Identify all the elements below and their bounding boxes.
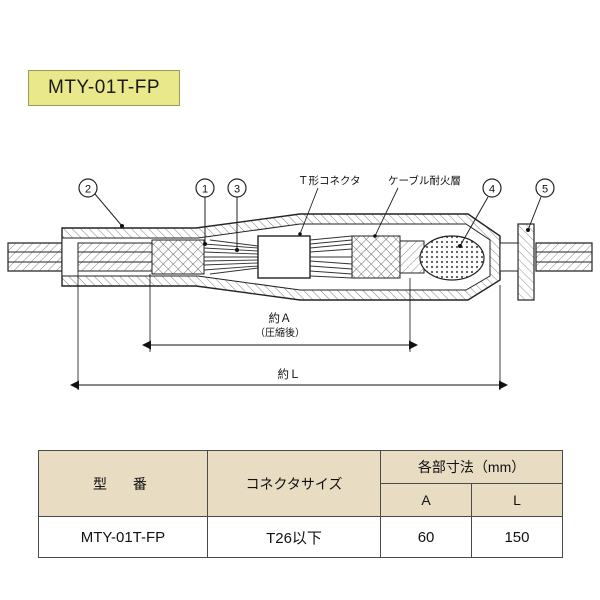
annotation-fireproof-layer-label: ケーブル耐火層	[388, 174, 461, 187]
table-row: MTY-01T-FP T26以下 60 150	[38, 516, 564, 558]
end-cap-ring	[499, 223, 535, 301]
callout-3-label: 3	[234, 184, 240, 196]
header-dimensions-group-label: 各部寸法（mm）	[417, 459, 526, 475]
header-model-label: 型 番	[92, 475, 153, 492]
annotation-t-connector: Ｔ形コネクタ	[298, 175, 361, 236]
cell-dim-a: 60	[380, 516, 472, 558]
inner-left-core	[77, 242, 153, 272]
header-dim-l: L	[470, 483, 564, 517]
callout-5: 5	[526, 178, 555, 232]
dimension-a: 約Ａ （圧縮後）	[142, 311, 418, 350]
callout-1-label: 1	[202, 184, 208, 196]
product-title-text: MTY-01T-FP	[48, 77, 160, 98]
annotation-fireproof-layer: ケーブル耐火層	[373, 174, 461, 238]
cell-connector-size-value: T26以下	[266, 529, 322, 547]
callout-4: 4	[458, 178, 502, 248]
header-dim-a-label: A	[421, 492, 431, 508]
header-connector-size-label: コネクタサイズ	[245, 475, 343, 492]
cell-dim-l-value: 150	[504, 528, 530, 546]
header-dimensions-group: 各部寸法（mm）	[380, 450, 563, 484]
cell-dim-l: 150	[470, 516, 564, 558]
product-title-badge: MTY-01T-FP	[28, 70, 180, 106]
callout-3: 3	[227, 178, 247, 252]
right-cable	[535, 242, 593, 272]
callout-5-label: 5	[542, 184, 548, 196]
header-dim-l-label: L	[513, 492, 521, 508]
dimension-l: 約Ｌ	[70, 367, 508, 390]
dimension-extension-lines	[77, 271, 501, 390]
filler-ellipse	[419, 235, 485, 281]
dimension-a-label: 約Ａ	[269, 311, 292, 325]
header-dim-a: A	[380, 483, 472, 517]
cell-connector-size: T26以下	[206, 516, 382, 558]
header-model: 型 番	[38, 450, 208, 517]
conductor-strands-right	[309, 235, 353, 279]
header-connector-size: コネクタサイズ	[206, 450, 382, 517]
dimension-a-sublabel: （圧縮後）	[255, 326, 305, 339]
callout-2-label: 2	[85, 184, 91, 196]
table-header-row-2: A L	[39, 483, 564, 517]
conductor-strands-left	[203, 239, 259, 275]
cell-model-value: MTY-01T-FP	[80, 528, 166, 546]
product-diagram: 2 1 3 4 5	[0, 140, 600, 420]
callout-4-label: 4	[489, 184, 495, 196]
table-header-row-1: 型 番 コネクタサイズ 各部寸法（mm）	[38, 450, 563, 517]
t-connector-block	[257, 235, 311, 279]
annotation-t-connector-label: Ｔ形コネクタ	[298, 175, 361, 187]
mesh-section-left	[151, 239, 205, 275]
dimension-l-label: 約Ｌ	[278, 367, 301, 381]
mesh-section-right	[351, 235, 425, 279]
callout-1: 1	[195, 178, 215, 246]
spec-table: 型 番 コネクタサイズ 各部寸法（mm） A L MTY-01T	[38, 450, 564, 558]
cell-dim-a-value: 60	[417, 528, 435, 546]
callout-2: 2	[78, 178, 124, 228]
cell-model: MTY-01T-FP	[38, 516, 208, 558]
